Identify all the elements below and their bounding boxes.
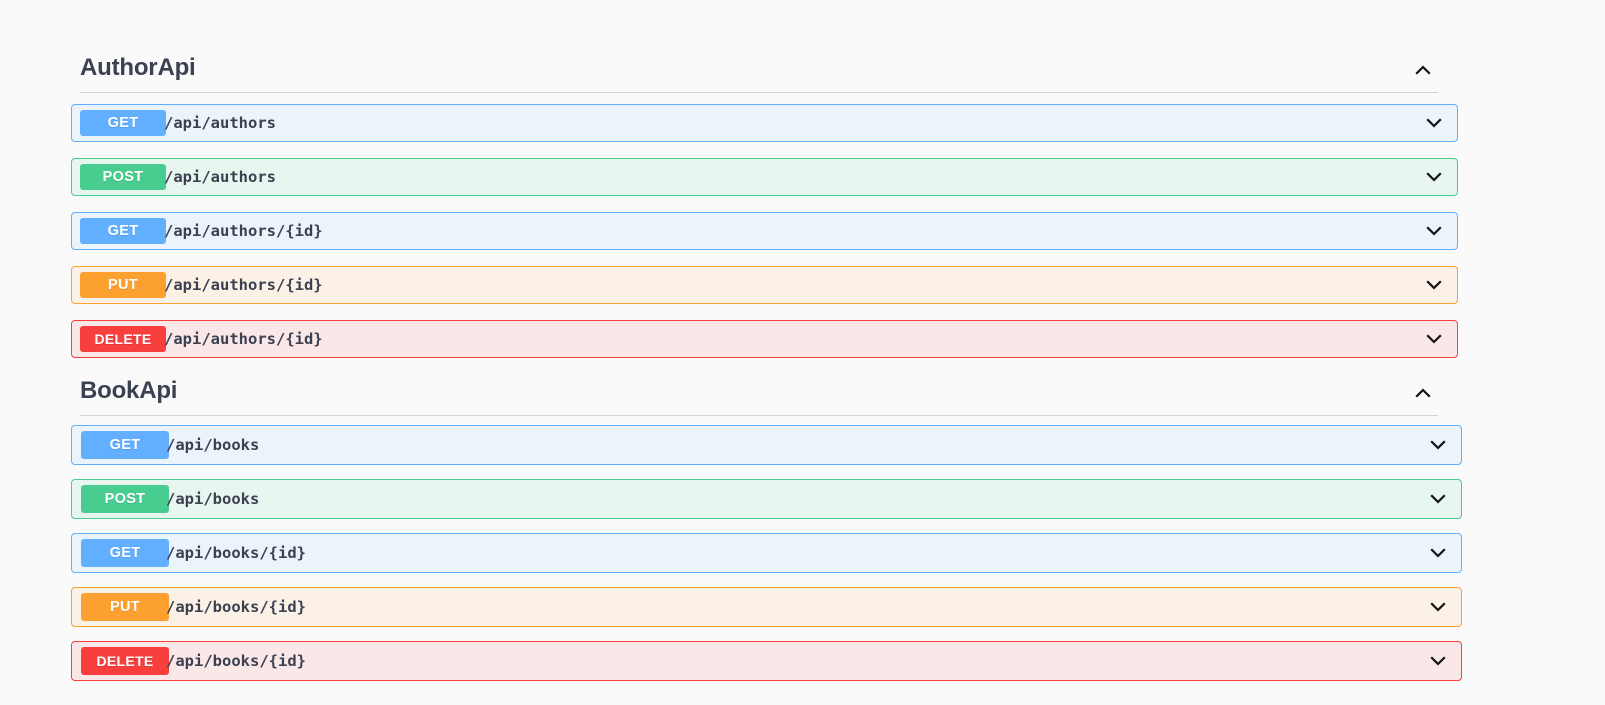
http-method-badge: GET [80,110,166,136]
http-method-badge: POST [80,164,166,190]
section-title: AuthorApi [80,54,196,81]
http-method-badge: PUT [80,272,166,298]
operation-path: /api/authors [164,114,276,132]
http-method-badge: PUT [81,593,169,621]
operation-row[interactable]: PUT/api/authors/{id} [71,266,1458,304]
chevron-down-icon[interactable] [1423,328,1445,350]
operation-path: /api/authors/{id} [164,330,323,348]
operation-path: /api/authors/{id} [164,276,323,294]
chevron-down-icon[interactable] [1423,220,1445,242]
chevron-down-icon[interactable] [1427,488,1449,510]
http-method-badge: GET [81,431,169,459]
operation-row[interactable]: POST/api/authors [71,158,1458,196]
http-method-badge: GET [80,218,166,244]
operation-path: /api/authors [164,168,276,186]
operation-row[interactable]: GET/api/books [71,425,1462,465]
operation-row[interactable]: POST/api/books [71,479,1462,519]
chevron-down-icon[interactable] [1427,650,1449,672]
operation-row[interactable]: GET/api/books/{id} [71,533,1462,573]
chevron-up-icon[interactable] [1408,55,1438,85]
chevron-down-icon[interactable] [1423,274,1445,296]
http-method-badge: GET [81,539,169,567]
chevron-down-icon[interactable] [1423,166,1445,188]
chevron-down-icon[interactable] [1427,596,1449,618]
operation-row[interactable]: GET/api/authors [71,104,1458,142]
operation-path: /api/books [166,436,260,454]
operation-path: /api/authors/{id} [164,222,323,240]
operation-path: /api/books/{id} [166,598,306,616]
section-header-authorapi[interactable]: AuthorApi [80,54,1438,93]
section-title: BookApi [80,377,178,404]
operation-path: /api/books [166,490,260,508]
chevron-down-icon[interactable] [1423,112,1445,134]
operation-row[interactable]: GET/api/authors/{id} [71,212,1458,250]
section-header-bookapi[interactable]: BookApi [80,377,1438,416]
http-method-badge: POST [81,485,169,513]
chevron-up-icon[interactable] [1408,378,1438,408]
operation-path: /api/books/{id} [166,544,306,562]
operation-path: /api/books/{id} [166,652,306,670]
http-method-badge: DELETE [80,326,166,352]
chevron-down-icon[interactable] [1427,434,1449,456]
operation-row[interactable]: DELETE/api/books/{id} [71,641,1462,681]
operation-row[interactable]: DELETE/api/authors/{id} [71,320,1458,358]
http-method-badge: DELETE [81,647,169,675]
chevron-down-icon[interactable] [1427,542,1449,564]
operation-row[interactable]: PUT/api/books/{id} [71,587,1462,627]
